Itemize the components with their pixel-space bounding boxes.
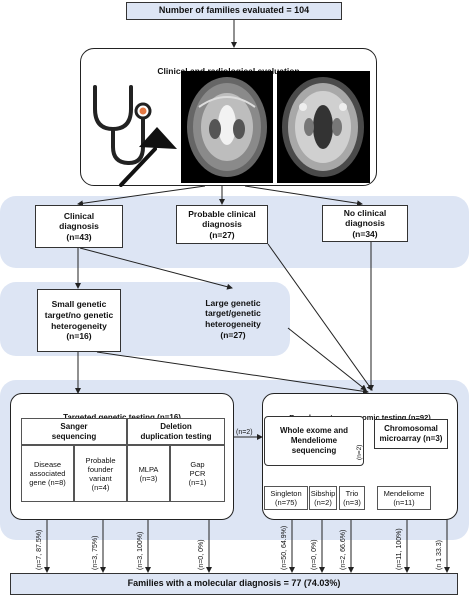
sibship-box: Sibship (n=2) (309, 486, 337, 510)
deletion-duplication-box: Deletion duplication testing (127, 418, 225, 445)
stethoscope-icon (93, 85, 152, 166)
whole-exome-box: Whole exome and Mendeliome sequencing (264, 416, 364, 466)
evaluation-box: Clinical and radiological evaluation (80, 48, 377, 187)
edge-label-gap-pcr: (n=0, 0%) (198, 539, 205, 570)
mri-scan-flair (277, 71, 370, 183)
edge-label-disease-gene: (n=7, 87.5%) (36, 529, 43, 570)
mri-scan-t2 (181, 71, 273, 183)
targeted-to-broad-label: (n=2) (236, 429, 253, 436)
molecular-diagnosis-box: Families with a molecular diagnosis = 77… (10, 573, 458, 595)
trio-box: Trio (n=3) (339, 486, 365, 510)
mlpa-box: MLPA (n=3) (127, 445, 170, 502)
evaluation-title: Clinical and radiological evaluation (157, 65, 300, 76)
edge-label-founder: (n=3, 75%) (92, 535, 99, 570)
no-clinical-diagnosis-box: No clinical diagnosis (n=34) (322, 205, 408, 242)
probable-clinical-diagnosis-box: Probable clinical diagnosis (n=27) (176, 205, 268, 244)
families-evaluated-box: Number of families evaluated = 104 (126, 2, 342, 20)
mendeliome-box: Mendeliome (n=11) (377, 486, 431, 510)
chromosomal-microarray-box: Chromosomal microarray (n=3) (374, 419, 448, 449)
small-genetic-target-box: Small genetic target/no genetic heteroge… (37, 289, 121, 352)
large-genetic-target-box: Large genetic target/genetic heterogenei… (205, 297, 261, 340)
edge-label-microarray: (n 1 33.3) (436, 540, 443, 570)
clinical-diagnosis-box: Clinical diagnosis (n=43) (35, 205, 123, 248)
edge-label-trio: (n=2, 66.6%) (340, 529, 347, 570)
gap-pcr-box: Gap PCR (n=1) (170, 445, 225, 502)
edge-label-mendeliome: (n=11, 100%) (396, 528, 403, 570)
edge-label-singleton: (n=50, 64.9%) (281, 525, 288, 570)
probable-founder-variant-box: Probable founder variant (n=4) (74, 445, 127, 502)
singleton-box: Singleton (n=75) (264, 486, 308, 510)
edge-label-mlpa: (n=3, 100%) (137, 531, 144, 570)
inner-n2-label: (n=2) (356, 444, 363, 460)
reflex-hammer-icon (119, 127, 177, 187)
edge-label-sibship: (n=0, 0%) (311, 539, 318, 570)
disease-associated-gene-box: Disease associated gene (n=8) (21, 445, 74, 502)
sanger-sequencing-box: Sanger sequencing (21, 418, 127, 445)
targeted-testing-title: Targeted genetic testing (n=16) (11, 413, 233, 423)
